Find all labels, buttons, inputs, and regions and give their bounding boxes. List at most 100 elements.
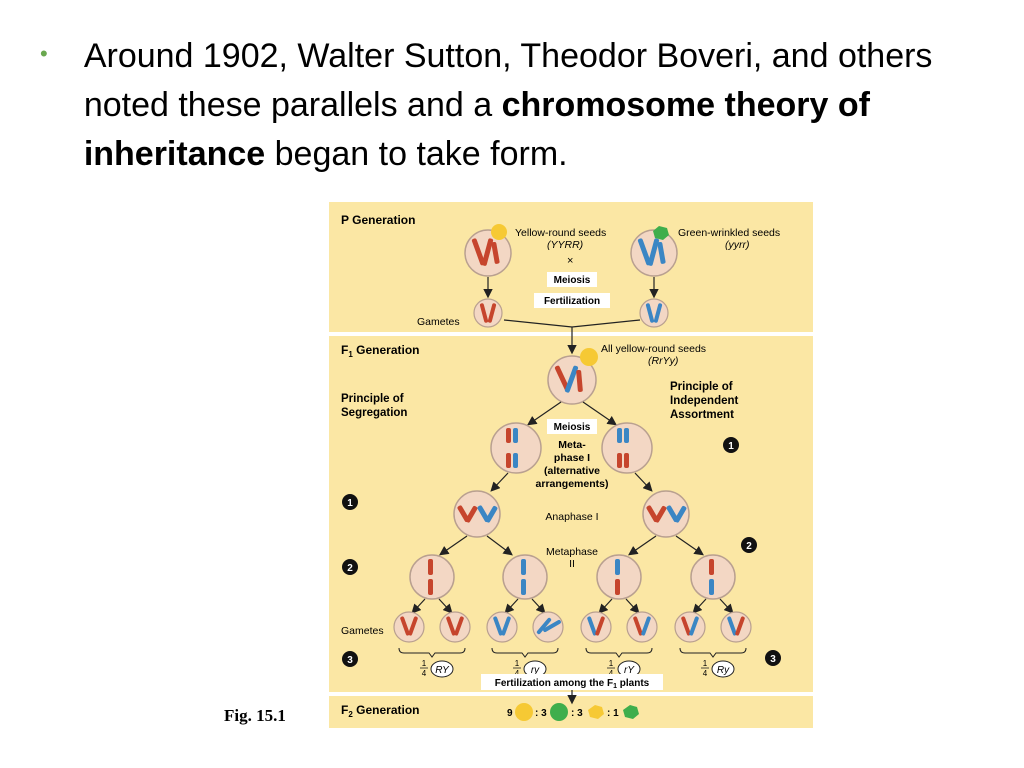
- f2-ratio: 9 : 3 : 3 : 1: [507, 703, 639, 721]
- f1-generation-title: F1 Generation: [341, 343, 419, 359]
- step-1-badge-left: [342, 494, 358, 510]
- green-wrinkled-seed-icon: [653, 226, 669, 240]
- step-1-badge-right: [723, 437, 739, 453]
- p-gamete-green: [639, 298, 669, 328]
- principle-assortment-line2: Independent: [670, 395, 739, 407]
- svg-text:rY: rY: [624, 665, 635, 676]
- step-3-badge-right: [765, 650, 781, 666]
- f1-cell: [547, 355, 597, 405]
- f1-yellow-seed-icon: [580, 348, 598, 366]
- metaphase-2-cell-2: [502, 554, 548, 600]
- anaphase-1-cell-left: [453, 490, 501, 538]
- ana1-arrow-rl: [628, 535, 657, 556]
- green-wrinkled-label: Green-wrinkled seeds: [678, 227, 780, 239]
- metaphase-1-line1: Meta-: [558, 439, 586, 451]
- svg-text:4: 4: [422, 669, 427, 678]
- f2-yellow-round-icon: [515, 703, 533, 721]
- meta1-arrow-right: [634, 472, 653, 492]
- gamete-arrows: [411, 598, 734, 614]
- p-cell-green: [630, 229, 678, 277]
- svg-text:ry: ry: [531, 665, 540, 676]
- f1-gametes-label: Gametes: [341, 625, 384, 637]
- principle-segregation-line2: Segregation: [341, 407, 407, 419]
- anaphase-1-cell-right: [642, 490, 690, 538]
- step-1-number-left: 1: [347, 498, 353, 509]
- svg-text:: 3: : 3: [535, 708, 547, 719]
- f2-generation-title: F2 Generation: [341, 703, 419, 719]
- step-2-number-left: 2: [347, 563, 353, 574]
- inheritance-diagram: P Generation F1 Generation F2 Generation…: [329, 202, 813, 728]
- gamete-fraction-1: 1 4 RY: [398, 647, 466, 678]
- f1-arrow-left: [527, 401, 562, 426]
- yellow-round-genotype: (YYRR): [547, 239, 583, 251]
- bullet-text-bold: chromosome theory of inheritance: [83, 86, 870, 173]
- ana1-arrow-ll: [439, 535, 468, 556]
- metaphase-2-cell-4: [690, 554, 736, 600]
- metaphase-2-line2: II: [569, 558, 575, 570]
- f2-green-wrinkled-icon: [623, 705, 639, 719]
- bullet-text-end: began to take form.: [265, 135, 568, 173]
- f2-yellow-wrinkled-icon: [588, 705, 604, 719]
- ana1-arrow-rr: [675, 535, 704, 556]
- meiosis-box: [547, 272, 597, 287]
- f1-meiosis-label: Meiosis: [554, 422, 591, 433]
- svg-text:: 3: : 3: [571, 708, 583, 719]
- step-2-badge-right: [741, 537, 757, 553]
- step-1-number-right: 1: [728, 441, 734, 452]
- metaphase-2-cell-3: [596, 554, 642, 600]
- step-3-badge-left: [342, 651, 358, 667]
- f2-green-round-icon: [550, 703, 568, 721]
- p-to-f1-connector: [503, 319, 641, 352]
- p-generation-panel: [329, 202, 813, 332]
- gamete-fraction-4: 1 4 Ry: [679, 647, 747, 678]
- f1-arrow-right: [582, 401, 617, 426]
- principle-assortment-line1: Principle of: [670, 381, 733, 393]
- all-yellow-round-label: All yellow-round seeds: [601, 343, 706, 355]
- svg-text:1: 1: [422, 659, 427, 668]
- step-3-number-right: 3: [770, 654, 776, 665]
- ana1-arrow-lr: [486, 535, 513, 556]
- principle-segregation-line1: Principle of: [341, 393, 404, 405]
- metaphase-2-line1: Metaphase: [546, 546, 598, 558]
- anaphase-1-label: Anaphase I: [545, 511, 598, 523]
- svg-text:4: 4: [515, 669, 520, 678]
- bullet-text-start: Around 1902, Walter Sutton, Theodor Bove…: [83, 37, 933, 124]
- bullet-icon: •: [40, 41, 48, 66]
- f1-meiosis-box: [547, 419, 597, 434]
- svg-text:RY: RY: [435, 665, 450, 676]
- svg-text:Ry: Ry: [717, 665, 730, 676]
- metaphase-1-cell-right: [601, 422, 653, 474]
- fertilization-label: Fertilization: [544, 296, 600, 307]
- metaphase-1-line2: phase I: [554, 452, 590, 464]
- svg-text:9: 9: [507, 708, 513, 719]
- cross-symbol: ×: [567, 255, 573, 267]
- green-wrinkled-genotype: (yyrr): [725, 239, 750, 251]
- bullet-text: Around 1902, Walter Sutton, Theodor Bove…: [84, 32, 980, 179]
- metaphase-1-cell-left: [490, 422, 542, 474]
- p-gamete-yellow: [473, 298, 503, 328]
- metaphase-2-cell-1: [409, 554, 455, 600]
- meta1-arrow-left: [490, 472, 509, 492]
- all-yellow-round-genotype: (RrYy): [648, 355, 678, 367]
- svg-text:1: 1: [609, 659, 614, 668]
- meiosis-label: Meiosis: [554, 275, 591, 286]
- fertilization-f1-label: Fertilization among the F1 plants: [495, 678, 650, 690]
- p-generation-title: P Generation: [341, 213, 415, 227]
- svg-text:4: 4: [703, 669, 708, 678]
- p-cell-yellow: [464, 229, 512, 277]
- svg-text:1: 1: [703, 659, 708, 668]
- yellow-seed-icon: [491, 224, 507, 240]
- step-2-number-right: 2: [746, 541, 752, 552]
- fertilization-f1-box: [481, 674, 663, 690]
- svg-text:4: 4: [609, 669, 614, 678]
- principle-assortment-line3: Assortment: [670, 409, 734, 421]
- metaphase-1-line3: (alternative: [544, 465, 600, 477]
- step-2-badge-left: [342, 559, 358, 575]
- svg-text:: 1: : 1: [607, 708, 619, 719]
- fertilization-box: [534, 293, 610, 308]
- metaphase-1-line4: arrangements): [536, 478, 609, 490]
- svg-text:1: 1: [515, 659, 520, 668]
- bullet-point: • Around 1902, Walter Sutton, Theodor Bo…: [40, 32, 980, 179]
- gamete-fraction-2: 1 4 ry: [491, 647, 559, 678]
- figure-label: Fig. 15.1: [224, 706, 286, 725]
